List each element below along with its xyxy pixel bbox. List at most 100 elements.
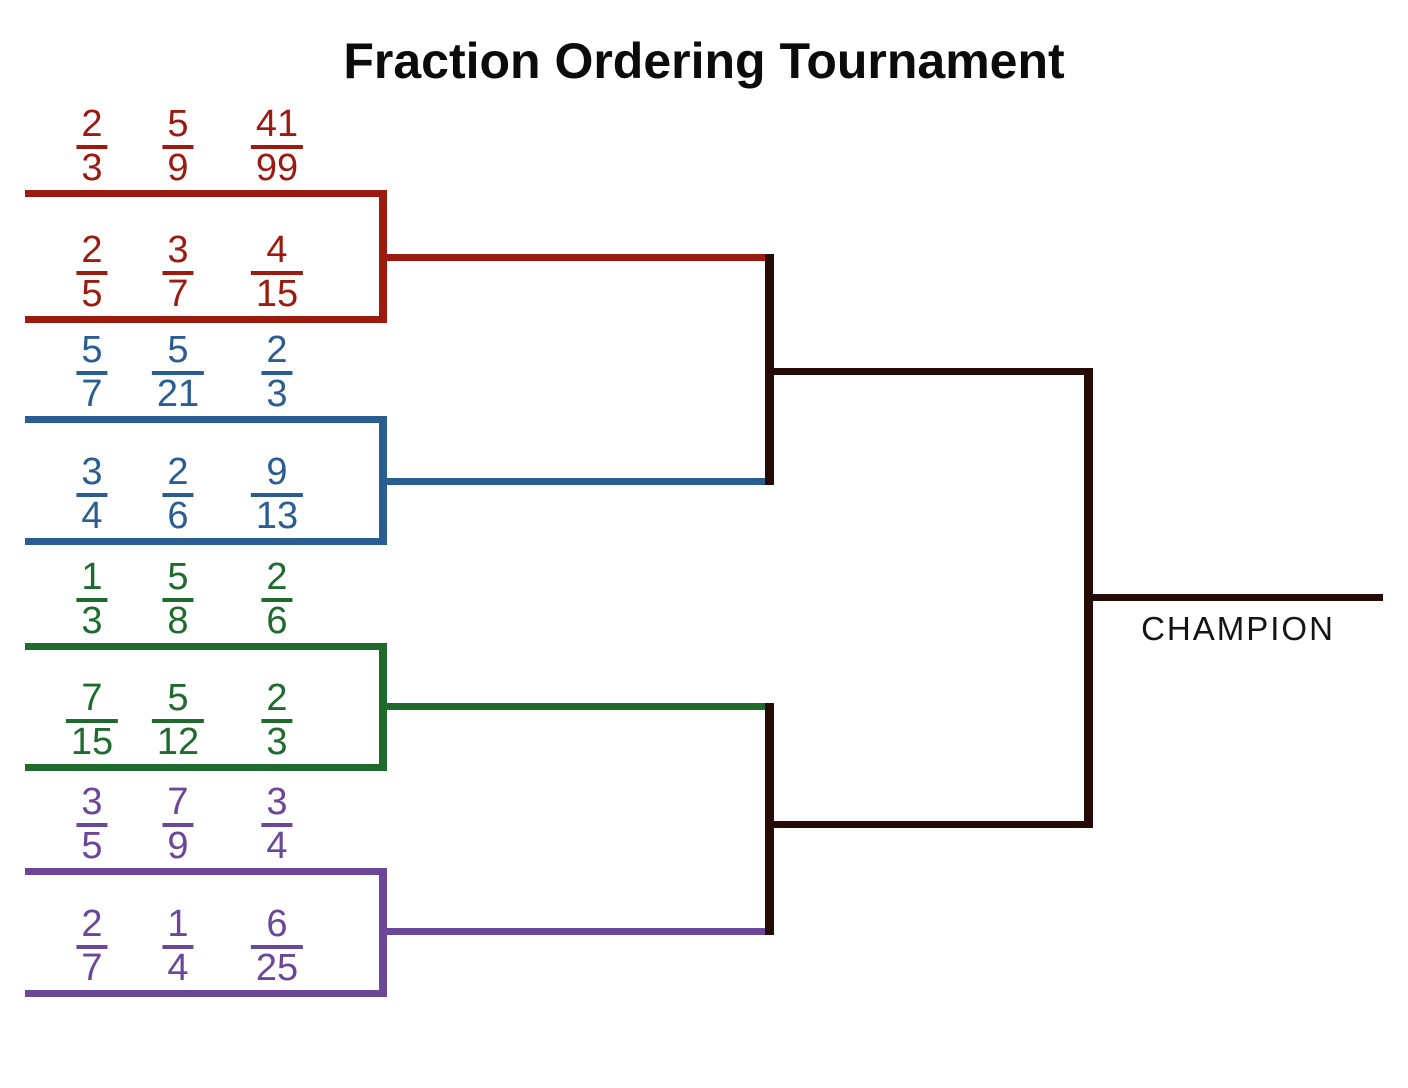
fraction-denominator: 8 (167, 600, 189, 643)
fraction-bar (151, 371, 205, 376)
page-title: Fraction Ordering Tournament (343, 33, 1065, 89)
fraction-numerator: 2 (266, 677, 288, 720)
fraction-bar (162, 945, 194, 950)
fraction-denominator: 25 (255, 947, 299, 990)
fraction-bar (76, 598, 108, 603)
fraction: 5 12 (151, 679, 205, 764)
match1-bracket-vertical (379, 190, 387, 323)
fraction-bar (76, 371, 108, 376)
semifinal-bottom-winner-line (774, 821, 1093, 828)
fraction-bar (76, 945, 108, 950)
fraction-numerator: 2 (266, 556, 288, 599)
fraction: 7 9 (162, 783, 194, 868)
fraction-denominator: 3 (266, 721, 288, 764)
fraction-denominator: 9 (167, 825, 189, 868)
fraction-bar (261, 719, 293, 724)
fraction-bar (76, 145, 108, 150)
fraction: 5 21 (151, 329, 205, 416)
fraction: 6 25 (250, 905, 304, 990)
semifinal-top-winner-line (774, 368, 1093, 375)
match2-winner-line (387, 478, 767, 485)
fraction-numerator: 2 (167, 451, 189, 494)
fraction: 2 3 (261, 329, 293, 413)
fraction-denominator: 7 (81, 373, 103, 416)
fraction-denominator: 5 (81, 273, 103, 316)
fraction-numerator: 3 (167, 229, 189, 272)
fraction-bar (162, 271, 194, 276)
fraction-bar (151, 719, 205, 724)
fraction-numerator: 3 (81, 781, 103, 824)
fraction-bar (162, 145, 194, 150)
fraction-denominator: 15 (255, 273, 299, 316)
fraction-denominator: 15 (70, 721, 114, 764)
fraction-denominator: 12 (156, 721, 200, 764)
fraction: 7 15 (65, 677, 119, 764)
fraction: 1 4 (162, 905, 194, 987)
fraction-bar (250, 271, 304, 276)
fraction-numerator: 3 (81, 451, 103, 494)
fraction-bar (261, 598, 293, 603)
fraction: 2 6 (162, 451, 194, 538)
final-bracket-vertical (1084, 368, 1093, 828)
match3-winner-line (387, 703, 767, 710)
bracket-slot-3: 5 7 5 21 2 3 (25, 330, 387, 423)
fraction-denominator: 7 (81, 947, 103, 990)
champion-line (1093, 594, 1383, 601)
fraction-bar (250, 493, 304, 498)
match1-winner-line (387, 254, 767, 261)
fraction: 2 7 (76, 903, 108, 990)
fraction-bar (261, 371, 293, 376)
fraction: 3 5 (76, 781, 108, 868)
fraction: 2 5 (76, 229, 108, 316)
semifinal-bottom-bracket-vertical (765, 703, 774, 935)
bracket-slot-5: 1 3 5 8 2 6 (25, 557, 387, 650)
fraction-bar (65, 719, 119, 724)
fraction-denominator: 13 (255, 495, 299, 538)
fraction-denominator: 5 (81, 825, 103, 868)
fraction-numerator: 2 (81, 903, 103, 946)
fraction-denominator: 99 (255, 147, 299, 190)
fraction: 5 8 (162, 556, 194, 643)
fraction-numerator: 3 (266, 781, 288, 824)
fraction-bar (76, 493, 108, 498)
fraction-numerator: 1 (81, 556, 103, 599)
fraction: 1 3 (76, 556, 108, 643)
match4-bracket-vertical (379, 868, 387, 997)
fraction-denominator: 3 (81, 600, 103, 643)
fraction-bar (162, 823, 194, 828)
fraction-numerator: 5 (81, 329, 103, 372)
fraction: 3 4 (76, 451, 108, 538)
champion-label: CHAMPION (1141, 610, 1335, 647)
fraction-numerator: 2 (81, 103, 103, 146)
fraction-denominator: 6 (266, 600, 288, 643)
fraction-denominator: 6 (167, 495, 189, 538)
fraction-numerator: 2 (81, 229, 103, 272)
fraction-numerator: 2 (266, 329, 288, 372)
match2-bracket-vertical (379, 416, 387, 545)
fraction-numerator: 5 (167, 103, 189, 146)
fraction: 9 13 (250, 453, 304, 538)
fraction: 41 99 (250, 105, 304, 190)
bracket-slot-1: 2 3 5 9 41 99 (25, 104, 387, 197)
bracket-slot-7: 3 5 7 9 3 4 (25, 782, 387, 875)
fraction-bar (162, 493, 194, 498)
fraction-numerator: 5 (167, 556, 189, 599)
match4-winner-line (387, 928, 767, 935)
semifinal-top-bracket-vertical (765, 254, 774, 485)
fraction-bar (250, 145, 304, 150)
fraction-numerator: 5 (167, 329, 189, 372)
fraction-denominator: 4 (266, 825, 288, 868)
bracket-slot-6: 7 15 5 12 2 3 (25, 678, 387, 771)
fraction: 3 4 (261, 781, 293, 868)
fraction-numerator: 7 (81, 677, 103, 720)
fraction-denominator: 4 (81, 495, 103, 538)
bracket-slot-2: 2 5 3 7 4 15 (25, 230, 387, 323)
fraction-denominator: 21 (156, 373, 200, 416)
fraction-bar (261, 823, 293, 828)
fraction: 5 9 (162, 103, 194, 190)
fraction: 4 15 (250, 229, 304, 316)
fraction-numerator: 4 (266, 229, 288, 272)
fraction-bar (162, 598, 194, 603)
fraction-denominator: 9 (167, 147, 189, 190)
